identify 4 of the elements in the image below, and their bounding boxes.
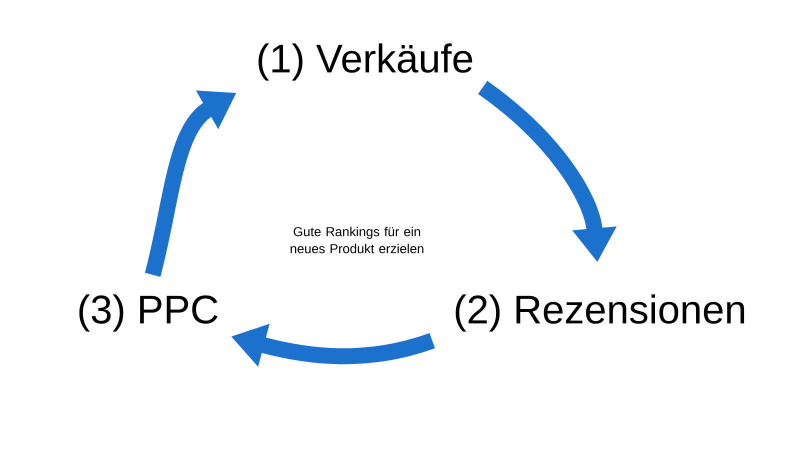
step-label: (2) Rezensionen bbox=[456, 294, 744, 332]
step-label: (1) Verkäufe bbox=[258, 43, 472, 81]
caption-text: Gute Rankings für ein neues Produkt erzielen bbox=[290, 226, 424, 254]
step-label: (3) PPC bbox=[79, 294, 218, 332]
